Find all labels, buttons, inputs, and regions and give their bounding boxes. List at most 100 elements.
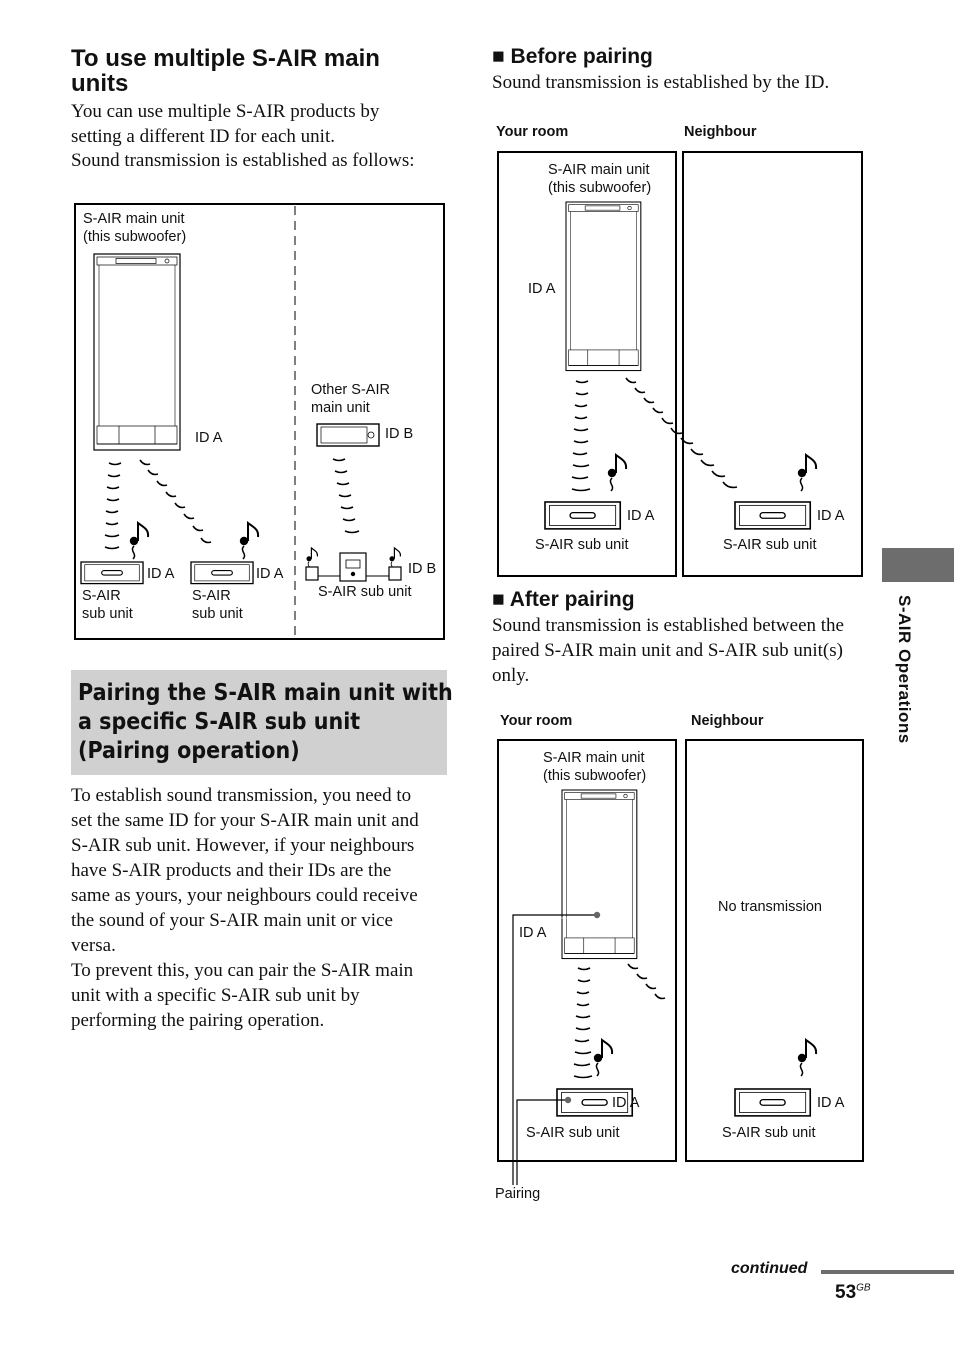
sub-id-label: ID A xyxy=(612,1095,640,1111)
text-line: versa. xyxy=(71,935,116,956)
wave-icon xyxy=(573,963,666,1079)
speaker-system-illustration xyxy=(305,552,402,582)
sub-unit-illustration xyxy=(544,501,622,530)
your-room-label: Your room xyxy=(500,713,573,729)
text-line: performing the pairing operation. xyxy=(71,1010,325,1031)
main-id-label: ID A xyxy=(519,925,547,941)
sub-unit-illustration xyxy=(80,561,144,585)
text-line: To establish sound transmission, you nee… xyxy=(71,785,412,806)
main-id-label: ID A xyxy=(195,430,223,446)
intro-paragraph: You can use multiple S-AIR products by s… xyxy=(71,100,415,174)
label-line: S-AIR main unit xyxy=(548,162,650,178)
square-bullet-icon: ■ xyxy=(492,45,505,68)
side-tab-label: S-AIR Operations xyxy=(895,595,914,744)
neighbour-label: Neighbour xyxy=(684,124,757,140)
other-main-unit-label: Other S-AIR main unit xyxy=(311,381,390,417)
side-tab-marker xyxy=(882,548,954,582)
figure-before-pairing xyxy=(497,151,863,577)
wave-icon xyxy=(104,458,360,550)
label-line: (this subwoofer) xyxy=(548,180,652,196)
sub1-label: S-AIR sub unit xyxy=(82,587,133,623)
continued-label: continued xyxy=(731,1260,808,1277)
square-bullet-icon: ■ xyxy=(492,588,505,611)
banner-line: (Pairing operation) xyxy=(78,736,300,764)
figure-after-pairing xyxy=(497,739,864,1185)
heading-text: Before pairing xyxy=(510,45,653,68)
label-line: main unit xyxy=(311,400,370,416)
banner-background xyxy=(71,670,447,775)
music-note-icon xyxy=(796,454,818,492)
before-pairing-heading: ■ Before pairing xyxy=(492,45,653,69)
label-line: S-AIR xyxy=(192,588,231,604)
text-line: You can use multiple S-AIR products by xyxy=(71,101,380,122)
section-heading-multiple-units: To use multiple S-AIR main units xyxy=(71,46,380,96)
label-line: Other S-AIR xyxy=(311,382,390,398)
text-line: To prevent this, you can pair the S-AIR … xyxy=(71,960,414,981)
sub3-label: S-AIR sub unit xyxy=(318,584,412,600)
label-line: (this subwoofer) xyxy=(83,229,187,245)
your-room-label: Your room xyxy=(496,124,569,140)
banner-line: a specific S-AIR sub unit xyxy=(78,707,361,735)
before-pairing-desc: Sound transmission is established by the… xyxy=(492,72,830,93)
subwoofer-illustration xyxy=(561,789,638,960)
pairing-label: Pairing xyxy=(495,1186,541,1202)
label-line: S-AIR main unit xyxy=(543,750,645,766)
text-line: S-AIR sub unit. However, if your neighbo… xyxy=(71,835,415,856)
neighbour-sub-unit-label: S-AIR sub unit xyxy=(723,537,817,553)
text-line: Sound transmission is established as fol… xyxy=(71,150,415,171)
other-main-id-label: ID B xyxy=(385,426,414,442)
label-line: sub unit xyxy=(82,606,133,622)
text-line: the sound of your S-AIR main unit or vic… xyxy=(71,910,393,931)
music-note-icon xyxy=(796,1039,818,1077)
sub3-id-label: ID B xyxy=(408,561,437,577)
continued-rule xyxy=(821,1270,954,1274)
other-main-unit-illustration xyxy=(316,423,380,447)
subwoofer-illustration xyxy=(565,201,642,372)
heading-line: To use multiple S-AIR main xyxy=(71,45,380,72)
pairing-paragraph: To establish sound transmission, you nee… xyxy=(71,783,419,1033)
figure-multiple-units xyxy=(74,203,445,640)
main-id-label: ID A xyxy=(528,281,556,297)
label-line: S-AIR main unit xyxy=(83,211,185,227)
banner-line: Pairing the S-AIR main unit with xyxy=(78,678,453,706)
sub-unit-illustration xyxy=(734,501,812,530)
heading-line: units xyxy=(71,70,129,97)
no-transmission-label: No transmission xyxy=(718,899,822,915)
music-note-icon xyxy=(305,547,319,571)
music-note-icon xyxy=(388,547,402,571)
wave-icon xyxy=(571,377,738,492)
main-unit-label: S-AIR main unit (this subwoofer) xyxy=(83,210,186,246)
text-line: have S-AIR products and their IDs are th… xyxy=(71,860,392,881)
pairing-banner-title: Pairing the S-AIR main unit with a speci… xyxy=(78,678,453,765)
page-suffix: GB xyxy=(856,1282,871,1294)
after-pairing-heading: ■ After pairing xyxy=(492,588,635,612)
music-note-icon xyxy=(606,454,628,492)
neighbour-label: Neighbour xyxy=(691,713,764,729)
music-note-icon xyxy=(128,522,150,560)
text-line: paired S-AIR main unit and S-AIR sub uni… xyxy=(492,640,843,661)
label-line: (this subwoofer) xyxy=(543,768,647,784)
music-note-icon xyxy=(238,522,260,560)
label-line: sub unit xyxy=(192,606,243,622)
text-line: unit with a specific S-AIR sub unit by xyxy=(71,985,360,1006)
heading-text: After pairing xyxy=(509,588,635,611)
sub2-id-label: ID A xyxy=(256,566,284,582)
pairing-connector xyxy=(512,911,601,1185)
text-line: setting a different ID for each unit. xyxy=(71,125,335,147)
main-unit-label: S-AIR main unit (this subwoofer) xyxy=(548,161,651,197)
page-number-value: 53 xyxy=(835,1282,857,1303)
text-line: only. xyxy=(492,665,530,686)
main-unit-label: S-AIR main unit (this subwoofer) xyxy=(543,749,646,785)
neighbour-sub-id-label: ID A xyxy=(817,1095,845,1111)
music-note-icon xyxy=(592,1039,614,1077)
text-line: set the same ID for your S-AIR main unit… xyxy=(71,810,419,831)
sub-unit-illustration xyxy=(190,561,254,585)
sub1-id-label: ID A xyxy=(147,566,175,582)
sub-unit-illustration xyxy=(734,1088,812,1117)
sub2-label: S-AIR sub unit xyxy=(192,587,243,623)
neighbour-sub-id-label: ID A xyxy=(817,508,845,524)
page-number: 53GB xyxy=(835,1282,871,1304)
neighbour-sub-unit-label: S-AIR sub unit xyxy=(722,1125,816,1141)
text-line: same as yours, your neighbours could rec… xyxy=(71,885,418,906)
